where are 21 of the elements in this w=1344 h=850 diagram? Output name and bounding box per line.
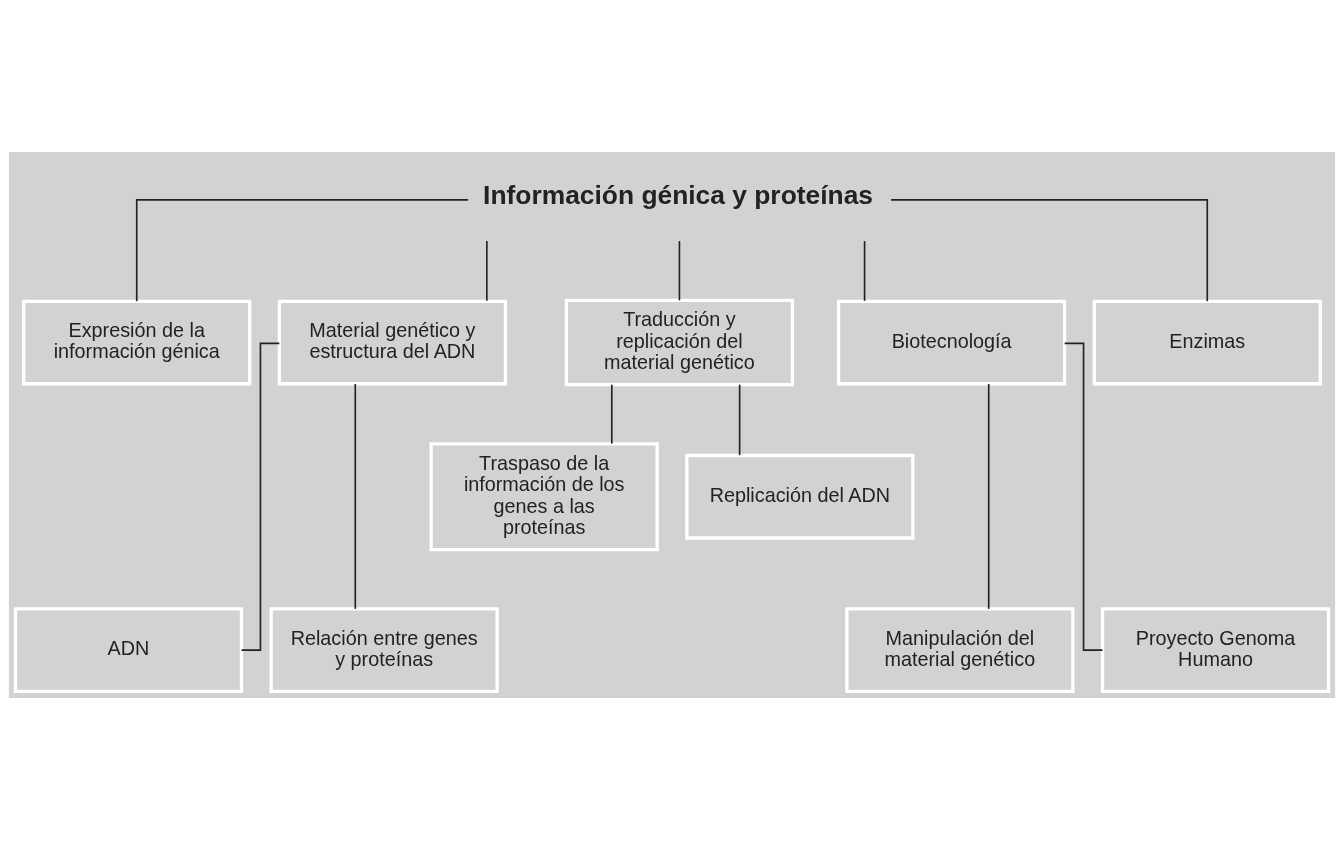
node-box: Proyecto Genoma Humano [1100,607,1331,694]
node-box: Expresión de la información génica [22,299,252,386]
connector [987,383,990,610]
node-box: Traducción y replicación del material genético [564,298,795,387]
node-box: Relación entre genes y proteínas [269,607,499,694]
connector [610,383,613,445]
node-box: ADN [13,607,244,694]
node-box: Manipulación del material genético [845,607,1075,694]
node-box: Biotecnología [836,299,1067,386]
node-box: Enzimas [1092,299,1322,386]
node-box: Traspaso de la información de los genes a las proteínas [429,442,659,552]
connector [486,240,488,302]
node-box: Material genético y estructura del ADN [277,299,508,386]
node-text: Información génica y proteínas [483,180,873,211]
connector [135,199,469,303]
connector [863,240,866,302]
connector [890,199,1209,303]
node-box: Replicación del ADN [685,453,915,540]
connector [738,383,741,457]
connector [678,240,681,302]
connector [354,383,357,610]
